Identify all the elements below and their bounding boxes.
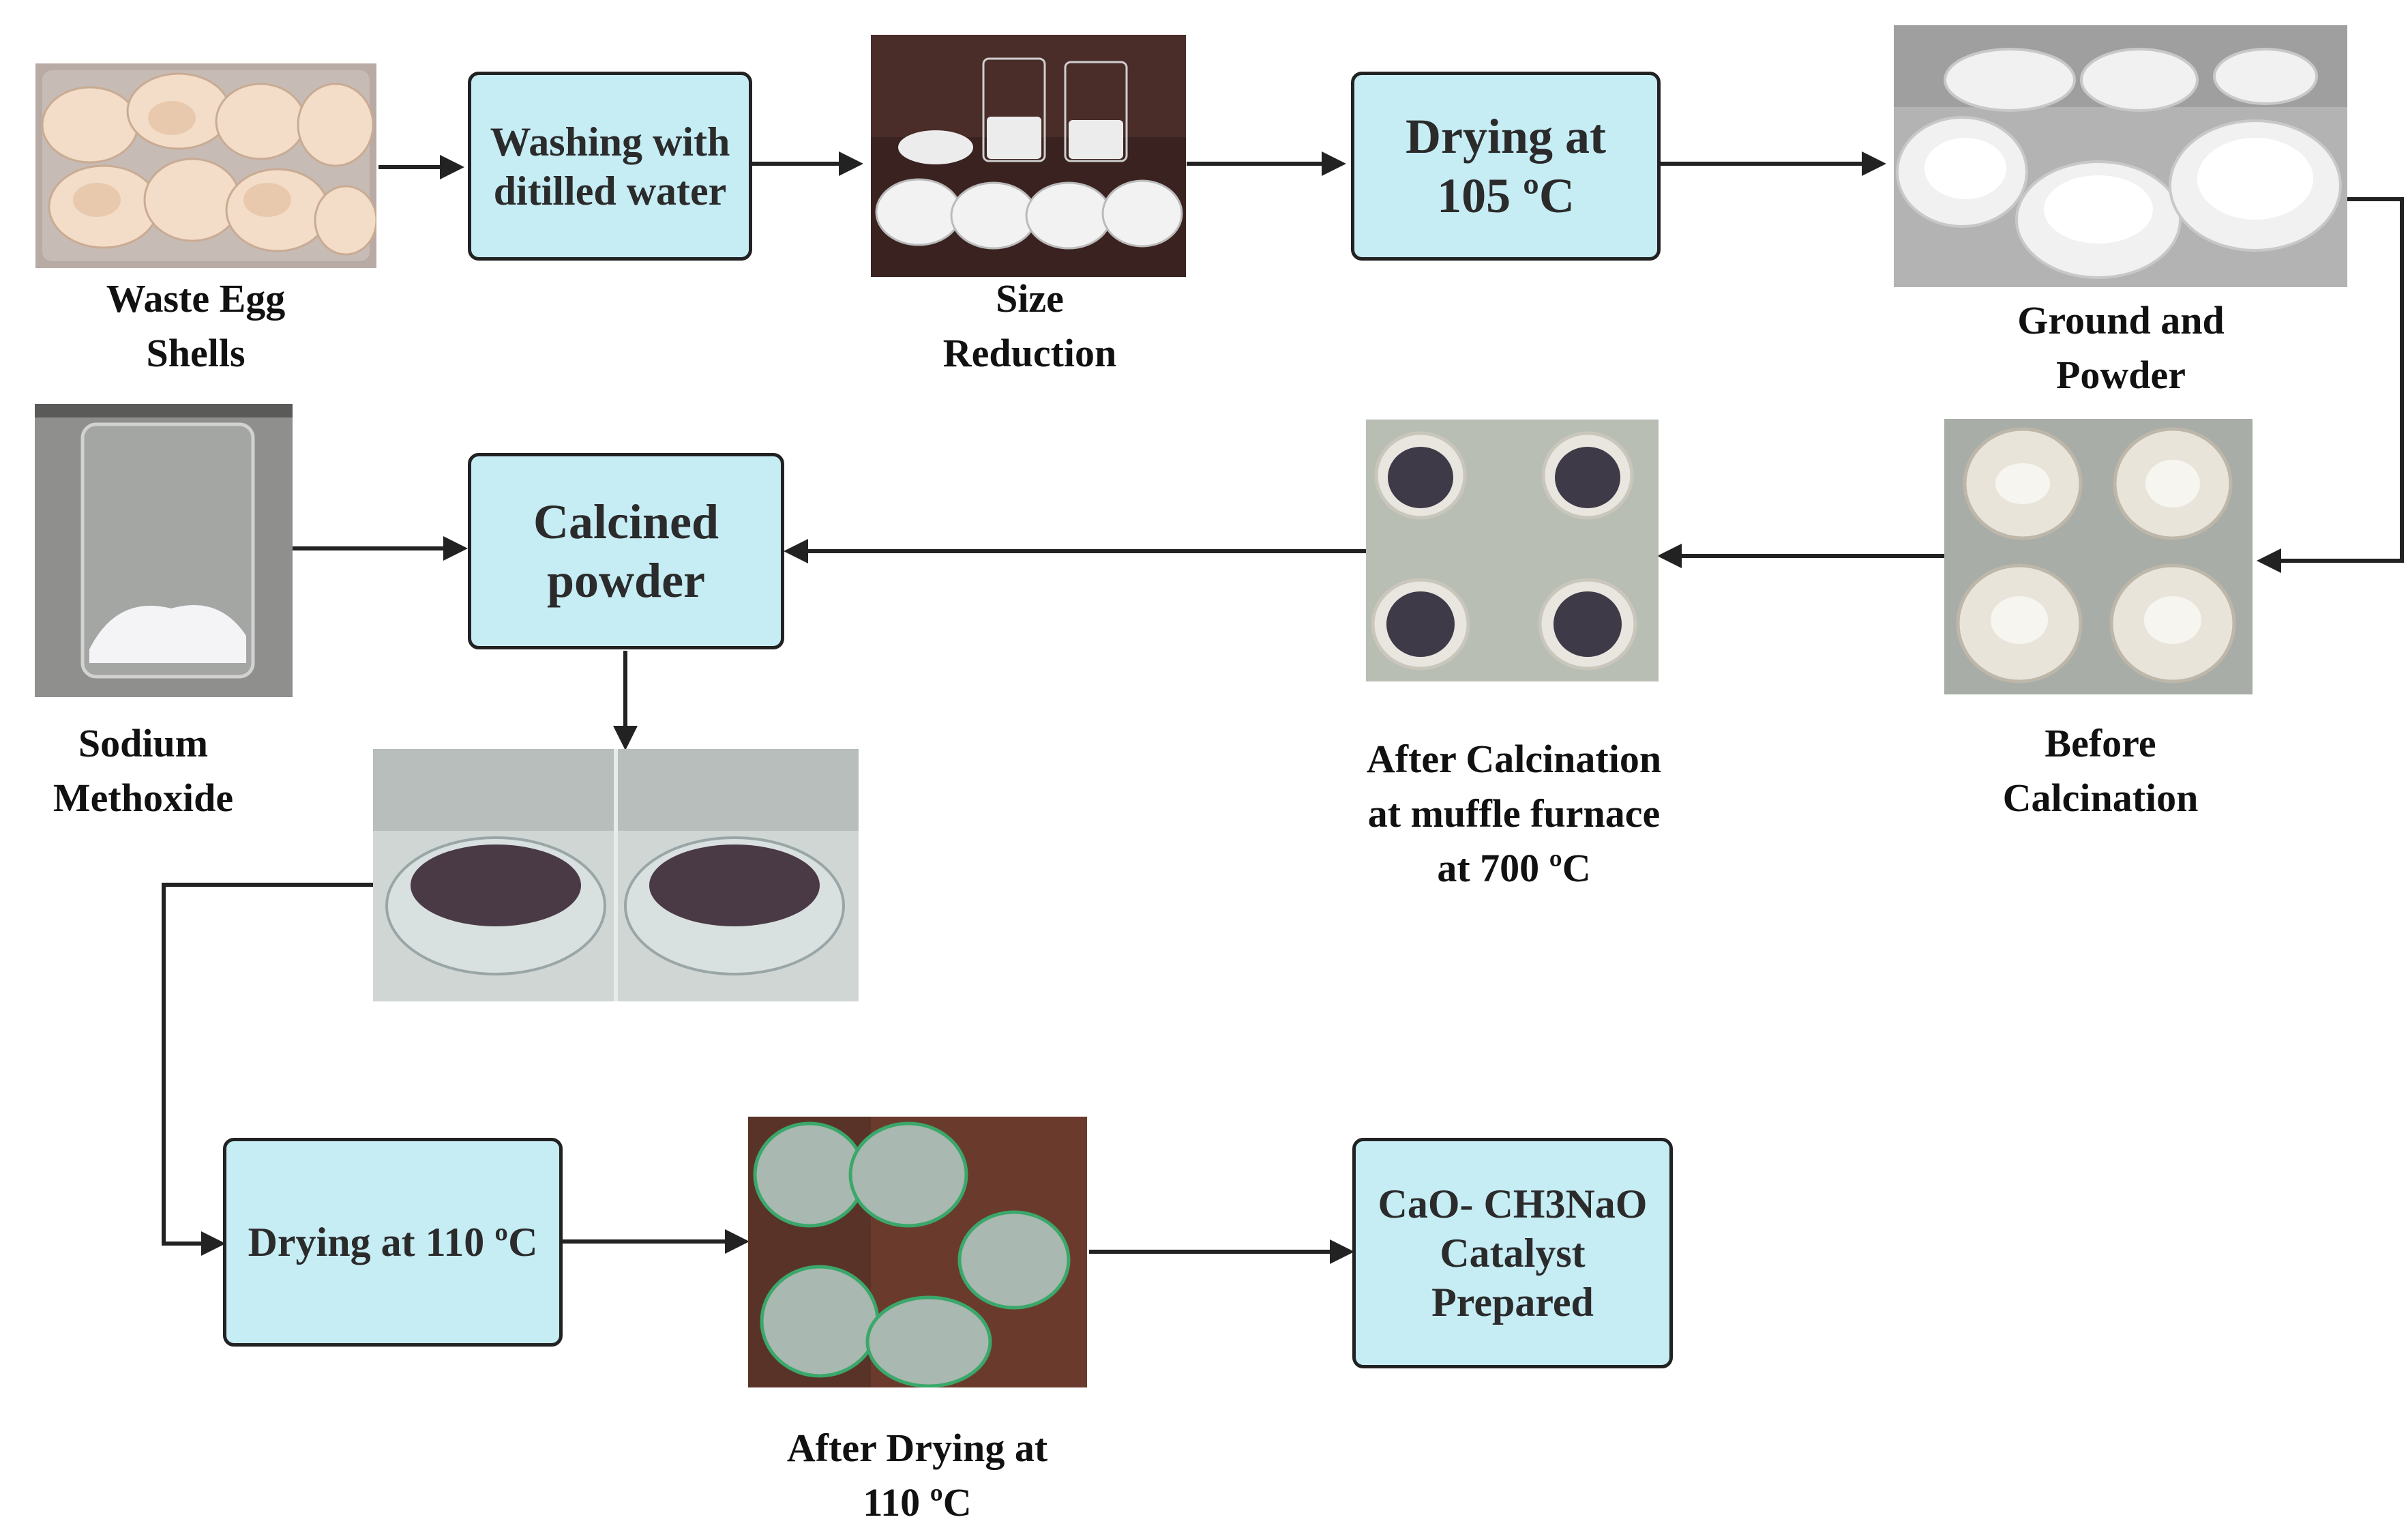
before-calcination-photo — [1944, 419, 2253, 694]
caption-waste-egg-shells: Waste Egg Shells — [106, 276, 286, 376]
calcined-powder-node: Calcined powder — [468, 453, 784, 649]
washing-label: Washing with ditilled water — [490, 119, 730, 214]
caption-size-reduction: Size Reduction — [942, 276, 1117, 376]
caption-before-calcination: Before Calcination — [2002, 721, 2199, 821]
drying-105-node: Drying at 105 ºC — [1351, 72, 1661, 261]
catalyst-node: CaO- CH3NaO Catalyst Prepared — [1352, 1138, 1673, 1368]
caption-after-drying: After Drying at 110 ºC — [786, 1426, 1048, 1525]
washing-node: Washing with ditilled water — [468, 72, 752, 261]
after-calcination-photo — [1366, 420, 1659, 681]
calcined-powder-label: Calcined powder — [533, 494, 719, 608]
sodium-methoxide-photo — [35, 404, 293, 697]
arrow-groundpowder-to-beforecalcination — [2257, 197, 2404, 573]
caption-after-calcination: After Calcination at muffle furnace at 7… — [1366, 737, 1662, 891]
drying-110-node: Drying at 110 ºC — [223, 1138, 563, 1347]
drying-105-label: Drying at 105 ºC — [1406, 109, 1606, 223]
calcined-product-photo — [373, 749, 859, 1001]
arrow-product-to-drying110 — [162, 883, 374, 1256]
caption-sodium-methoxide: Sodium Methoxide — [53, 721, 234, 821]
caption-ground-powder: Ground and Powder — [2017, 298, 2225, 398]
egg-shells-photo — [35, 63, 376, 268]
drying-110-label: Drying at 110 ºC — [248, 1220, 538, 1265]
ground-powder-photo — [1894, 25, 2347, 287]
catalyst-label: CaO- CH3NaO Catalyst Prepared — [1378, 1181, 1648, 1325]
size-reduction-photo — [871, 35, 1186, 277]
after-drying-photo — [748, 1117, 1087, 1387]
